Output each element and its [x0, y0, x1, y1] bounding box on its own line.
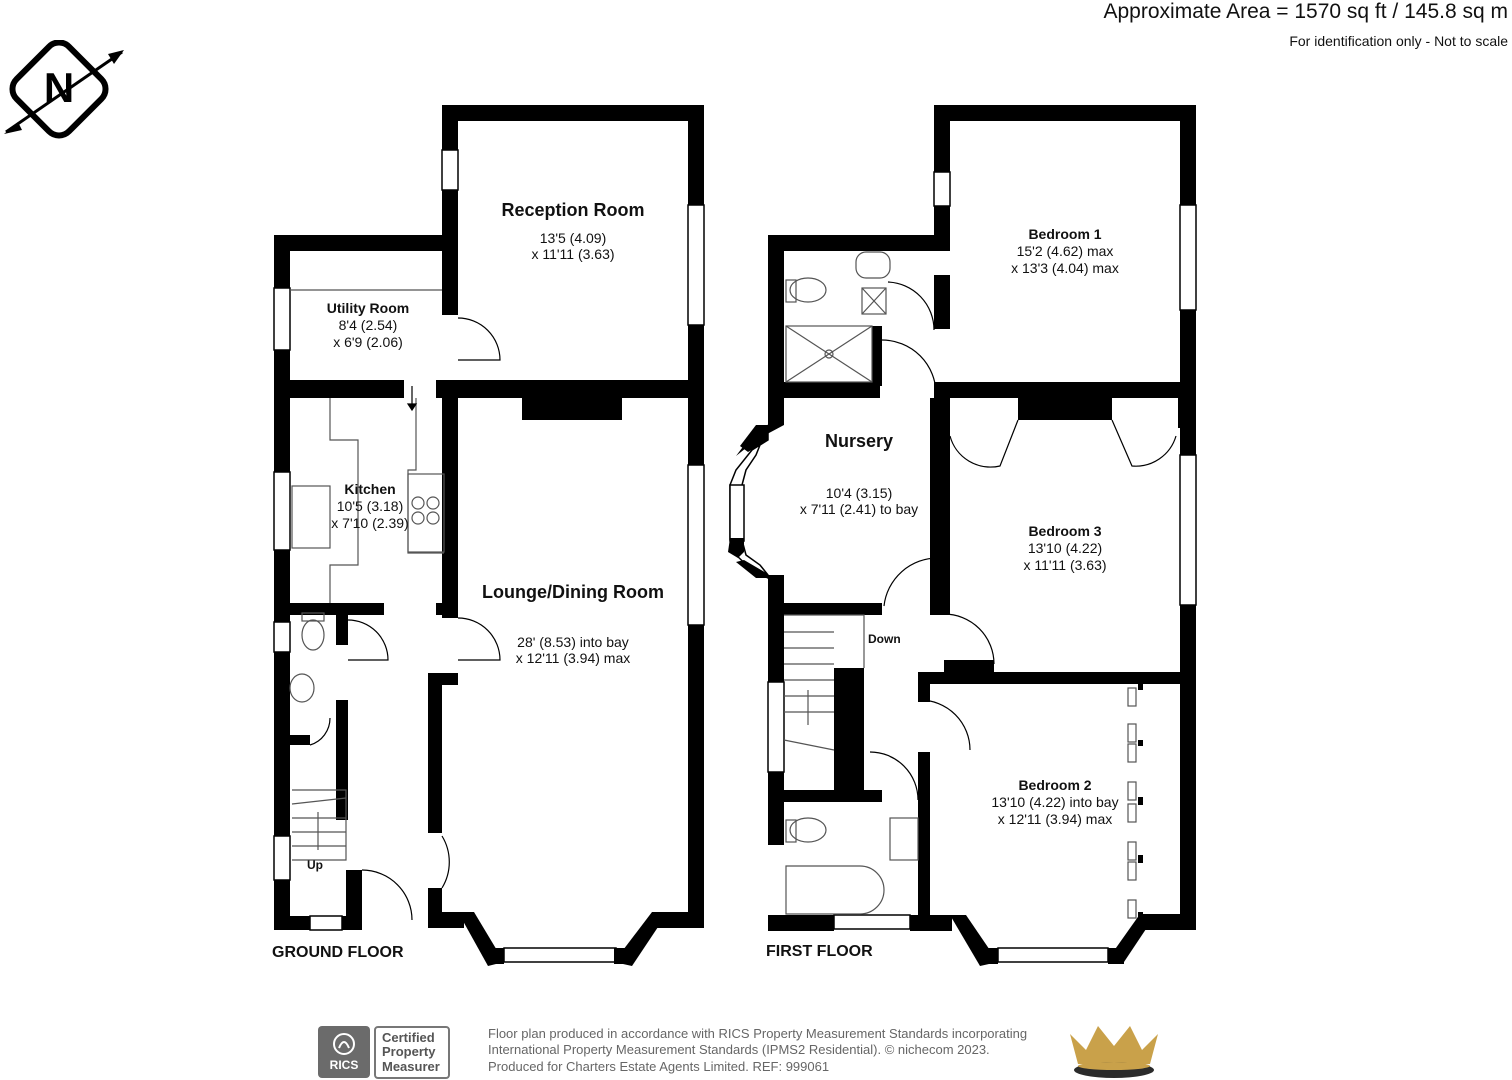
cert-line: Measurer — [382, 1058, 440, 1074]
footer-disclaimer: Floor plan produced in accordance with R… — [488, 1026, 1027, 1075]
room-dimension: 13'10 (4.22) — [1027, 539, 1103, 556]
room-name: Kitchen — [344, 481, 396, 497]
room-reception: Reception Room 13'5 (4.09) x 11'11 (3.63… — [458, 200, 688, 263]
crown-logo-icon — [1066, 1020, 1162, 1080]
approximate-area: Approximate Area = 1570 sq ft / 145.8 sq… — [1103, 0, 1509, 23]
footer-line: International Property Measurement Stand… — [488, 1042, 990, 1058]
ground-floor-walls — [274, 105, 704, 966]
stairs-up-label: Up — [307, 858, 323, 872]
cert-line: Property — [382, 1044, 436, 1060]
room-dimension: x 13'3 (4.04) max — [1011, 259, 1119, 276]
room-name: Bedroom 2 — [1018, 777, 1092, 793]
room-dimension: x 6'9 (2.06) — [333, 333, 403, 350]
door-swings — [309, 281, 1177, 921]
room-name: Bedroom 3 — [1028, 523, 1102, 539]
certified-measurer-badge: Certified Property Measurer — [374, 1026, 450, 1079]
room-name: Nursery — [824, 431, 894, 451]
rics-logo: RICS — [318, 1026, 370, 1078]
room-dimension: 10'5 (3.18) — [336, 497, 404, 514]
room-name: Reception Room — [501, 200, 645, 220]
room-bedroom-2: Bedroom 2 13'10 (4.22) into bay x 12'11 … — [940, 777, 1170, 827]
room-kitchen: Kitchen 10'5 (3.18) x 7'10 (2.39) — [310, 481, 430, 531]
footer-line: Floor plan produced in accordance with R… — [488, 1026, 1028, 1041]
room-lounge-dining: Lounge/Dining Room 28' (8.53) into bay x… — [458, 582, 688, 667]
ground-floor-label: GROUND FLOOR — [272, 944, 404, 961]
room-dimension: 10'4 (3.15) — [825, 484, 893, 501]
ground-windows — [273, 149, 705, 963]
room-dimension: x 7'10 (2.39) — [331, 514, 409, 531]
cert-line: Certified — [382, 1030, 435, 1045]
room-dimension: 13'5 (4.09) — [539, 229, 607, 246]
rics-emblem-icon — [330, 1032, 358, 1056]
room-utility: Utility Room 8'4 (2.54) x 6'9 (2.06) — [296, 300, 440, 350]
room-name: Bedroom 1 — [1028, 226, 1102, 242]
first-floor-label: FIRST FLOOR — [766, 943, 873, 960]
room-dimension: x 12'11 (3.94) max — [997, 810, 1113, 827]
room-dimension: 28' (8.53) into bay — [517, 633, 629, 650]
room-dimension: 8'4 (2.54) — [338, 316, 398, 333]
room-name: Utility Room — [326, 300, 410, 316]
floor-plan-drawing — [273, 105, 1197, 966]
room-dimension: x 12'11 (3.94) max — [515, 650, 631, 667]
room-dimension: 13'10 (4.22) into bay — [991, 793, 1119, 810]
north-compass-icon: N — [0, 40, 130, 140]
room-dimension: x 11'11 (3.63) — [1023, 556, 1107, 573]
room-nursery: Nursery 10'4 (3.15) x 7'11 (2.41) to bay — [784, 431, 934, 518]
svg-text:N: N — [44, 64, 74, 111]
scale-note: For identification only - Not to scale — [1289, 33, 1508, 49]
room-dimension: x 7'11 (2.41) to bay — [799, 501, 919, 518]
footer-line: Produced for Charters Estate Agents Limi… — [488, 1058, 830, 1074]
room-bedroom-1: Bedroom 1 15'2 (4.62) max x 13'3 (4.04) … — [950, 226, 1180, 276]
rics-badge-text: RICS — [318, 1058, 370, 1072]
room-name: Lounge/Dining Room — [482, 582, 664, 602]
room-dimension: x 11'11 (3.63) — [531, 246, 615, 263]
room-bedroom-3: Bedroom 3 13'10 (4.22) x 11'11 (3.63) — [950, 523, 1180, 573]
room-dimension: 15'2 (4.62) max — [1016, 242, 1114, 259]
fixtures — [289, 251, 1137, 919]
stairs-down-label: Down — [868, 632, 901, 646]
